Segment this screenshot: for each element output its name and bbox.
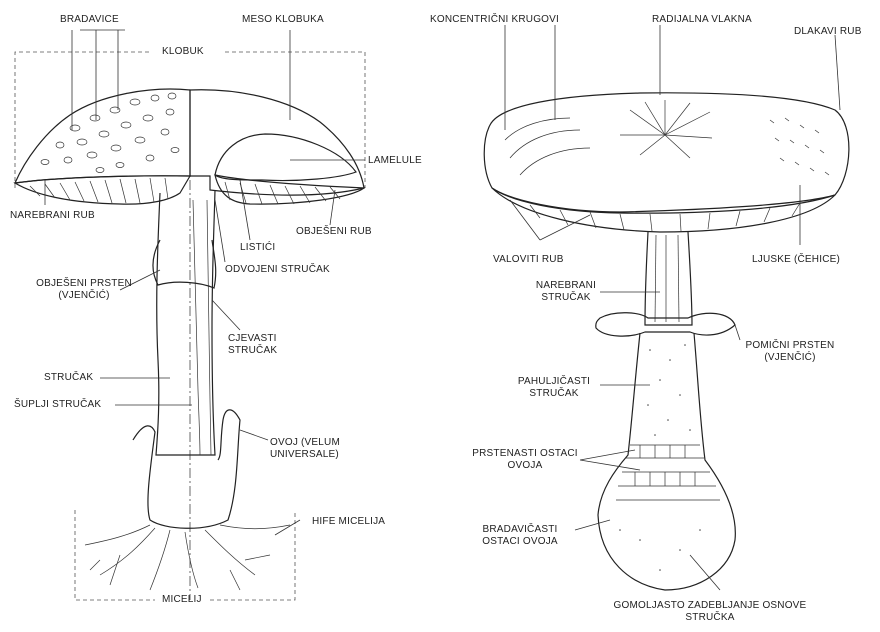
label-objeseni-prsten: OBJEŠENI PRSTEN (VJENČIĆ)	[24, 278, 144, 302]
stem-ridges	[655, 235, 679, 322]
label-cjevasti-line2: STRUČAK	[228, 345, 277, 357]
label-pahulj-line2: STRUČAK	[506, 388, 602, 400]
micelij-bracket	[75, 510, 295, 600]
label-strucak: STRUČAK	[44, 372, 93, 384]
label-narebrani-line1: NAREBRANI	[528, 280, 604, 292]
stem-stipple	[619, 344, 701, 571]
label-suplji-strucak: ŠUPLJI STRUČAK	[14, 399, 101, 411]
label-narebrani-strucak: NAREBRANI STRUČAK	[528, 280, 604, 304]
mycelium-hyphae	[85, 525, 290, 590]
label-narebrani-line2: STRUČAK	[528, 292, 604, 304]
label-objeseni-prsten-line1: OBJEŠENI PRSTEN	[24, 278, 144, 290]
label-gomoljasto-zadebljanje: GOMOLJASTO ZADEBLJANJE OSNOVE STRUČKA	[595, 600, 825, 624]
leader-lines	[45, 25, 840, 590]
label-narebrani-rub: NAREBRANI RUB	[10, 210, 95, 222]
shaggy-stem-bulb	[598, 333, 735, 590]
label-pomicni-prsten: POMIČNI PRSTEN (VJENČIĆ)	[738, 340, 842, 364]
label-pahulj-line1: PAHULJIČASTI	[506, 376, 602, 388]
label-koncentricni-krugovi: KONCENTRIČNI KRUGOVI	[430, 14, 559, 26]
label-listici: LISTIĆI	[240, 242, 275, 254]
label-cjevasti-line1: CJEVASTI	[228, 333, 277, 345]
right-cap-underside	[492, 188, 835, 232]
label-objeseni-rub: OBJEŠENI RUB	[296, 226, 372, 238]
label-meso-klobuka: MESO KLOBUKA	[242, 14, 324, 26]
label-ovoj-line1: OVOJ (VELUM	[270, 437, 340, 449]
label-bradavice: BRADAVICE	[60, 14, 119, 26]
concentric-rings	[505, 118, 590, 175]
label-ovoj: OVOJ (VELUM UNIVERSALE)	[270, 437, 340, 461]
warts	[41, 93, 179, 173]
label-pahuljicasti-strucak: PAHULJIČASTI STRUČAK	[506, 376, 602, 400]
label-pomicni-line1: POMIČNI PRSTEN	[738, 340, 842, 352]
label-klobuk: KLOBUK	[162, 46, 204, 58]
label-prstenasti-ostaci: PRSTENASTI OSTACI OVOJA	[466, 448, 584, 472]
left-cap-gills	[15, 176, 190, 204]
label-bradav-line2: OSTACI OVOJA	[470, 536, 570, 548]
cap-flesh-cut	[215, 134, 356, 181]
label-bradav-line1: BRADAVIČASTI	[470, 524, 570, 536]
label-prstenasti-line2: OVOJA	[466, 460, 584, 472]
label-dlakavi-rub: DLAKAVI RUB	[794, 26, 862, 38]
right-stem	[645, 232, 692, 325]
label-radijalna-vlakna: RADIJALNA VLAKNA	[652, 14, 752, 26]
label-gomolj-line2: STRUČKA	[595, 612, 825, 624]
label-ovoj-line2: UNIVERSALE)	[270, 449, 340, 461]
label-odvojeni-strucak: ODVOJENI STRUČAK	[225, 264, 330, 276]
label-lamelule: LAMELULE	[368, 155, 422, 167]
label-ljuske: LJUSKE (ČEHICE)	[752, 254, 840, 266]
label-bradavicasti-ostaci: BRADAVIČASTI OSTACI OVOJA	[470, 524, 570, 548]
right-cap-top	[484, 93, 849, 212]
label-cjevasti-strucak: CJEVASTI STRUČAK	[228, 333, 277, 357]
right-gill-lines	[530, 203, 800, 231]
hollow-stem-cavity	[193, 200, 211, 455]
label-prstenasti-line1: PRSTENASTI OSTACI	[466, 448, 584, 460]
cap-scales	[770, 118, 829, 175]
gill-lines-left	[30, 178, 168, 203]
left-stem	[156, 190, 215, 455]
radial-fibers	[620, 100, 712, 158]
label-pomicni-line2: (VJENČIĆ)	[738, 352, 842, 364]
label-hife-micelija: HIFE MICELIJA	[312, 516, 385, 528]
ring	[153, 240, 216, 288]
label-valoviti-rub: VALOVITI RUB	[493, 254, 564, 266]
label-micelij: MICELIJ	[162, 594, 202, 606]
label-objeseni-prsten-line2: (VJENČIĆ)	[24, 290, 144, 302]
label-gomolj-line1: GOMOLJASTO ZADEBLJANJE OSNOVE	[595, 600, 825, 612]
left-cap-outer	[15, 89, 190, 183]
volva	[133, 410, 240, 528]
